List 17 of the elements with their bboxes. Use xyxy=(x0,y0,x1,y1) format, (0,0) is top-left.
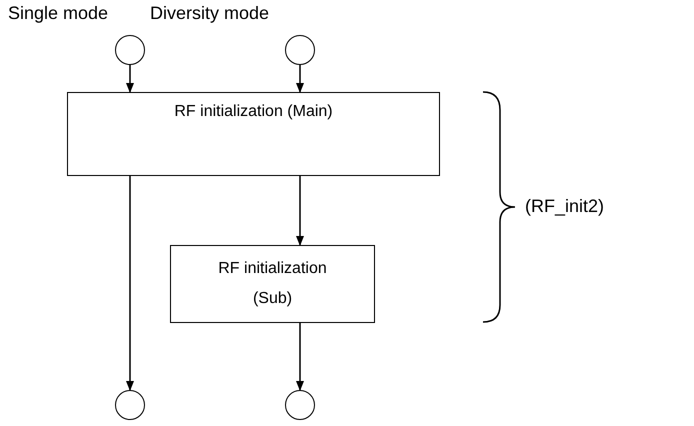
terminal-circle xyxy=(285,390,315,420)
group-label: (RF_init2) xyxy=(525,196,604,217)
mode-label: Diversity mode xyxy=(150,3,270,24)
process-box xyxy=(67,92,440,176)
terminal-circle xyxy=(115,390,145,420)
process-text: RF initialization xyxy=(218,260,327,278)
mode-label: Single mode xyxy=(8,3,108,24)
arrow xyxy=(296,323,304,391)
arrow xyxy=(126,176,134,391)
process-text: (Sub) xyxy=(252,290,292,308)
terminal-circle xyxy=(285,35,315,65)
arrow xyxy=(296,176,304,246)
arrow xyxy=(296,65,304,93)
arrow xyxy=(126,65,134,93)
terminal-circle xyxy=(115,35,145,65)
process-text: RF initialization (Main) xyxy=(174,103,333,121)
process-box xyxy=(170,245,375,323)
